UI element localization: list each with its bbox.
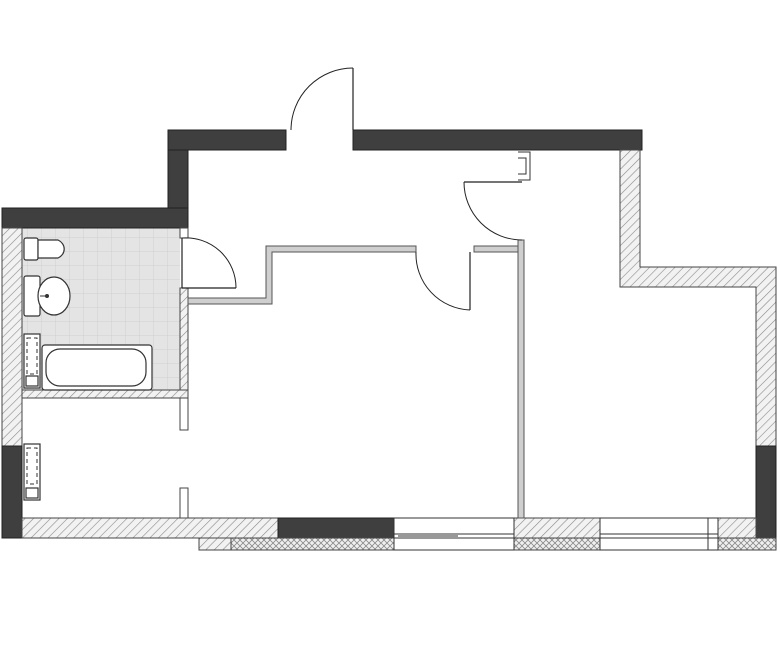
window-bedroom xyxy=(599,517,719,551)
radiator-icon xyxy=(23,333,41,389)
right-wall-lower xyxy=(755,445,777,539)
living-bedroom-partition xyxy=(517,239,525,519)
slab-edge-4 xyxy=(717,537,777,551)
top-wall-right xyxy=(352,129,643,151)
bedroom-door xyxy=(463,181,523,241)
left-wall-lower xyxy=(1,445,23,539)
bathroom-right-wall-top xyxy=(179,227,189,239)
slab-edge-3 xyxy=(513,537,601,551)
living-room-door xyxy=(415,251,471,311)
entrance-door xyxy=(290,67,354,131)
radiator-icon xyxy=(23,443,41,501)
bottom-wall-middle xyxy=(513,517,601,539)
bottom-wall-left xyxy=(21,517,279,539)
washbasin-icon xyxy=(23,275,71,317)
toilet-icon xyxy=(23,237,65,261)
slab-edge-2 xyxy=(230,537,395,551)
living-room-floor xyxy=(188,248,518,518)
exterior-walls xyxy=(1,129,777,551)
room-areas xyxy=(22,150,754,518)
slab-edge-1 xyxy=(198,537,232,551)
bathtub-icon xyxy=(41,344,153,391)
partition-stub-lower xyxy=(179,487,189,519)
bathroom-bottom-wall xyxy=(21,389,189,399)
window-living-room xyxy=(393,517,515,551)
left-wall-upper xyxy=(1,227,23,447)
bottom-wall-right xyxy=(717,517,757,539)
closet-bracket xyxy=(518,151,531,181)
partition-right-stub xyxy=(473,245,519,253)
bottom-wall-solid xyxy=(277,517,395,539)
bathroom-top-wall xyxy=(1,207,189,229)
bathroom-right-wall xyxy=(179,287,189,391)
bathroom-door xyxy=(181,237,237,289)
top-wall-left xyxy=(167,129,287,151)
